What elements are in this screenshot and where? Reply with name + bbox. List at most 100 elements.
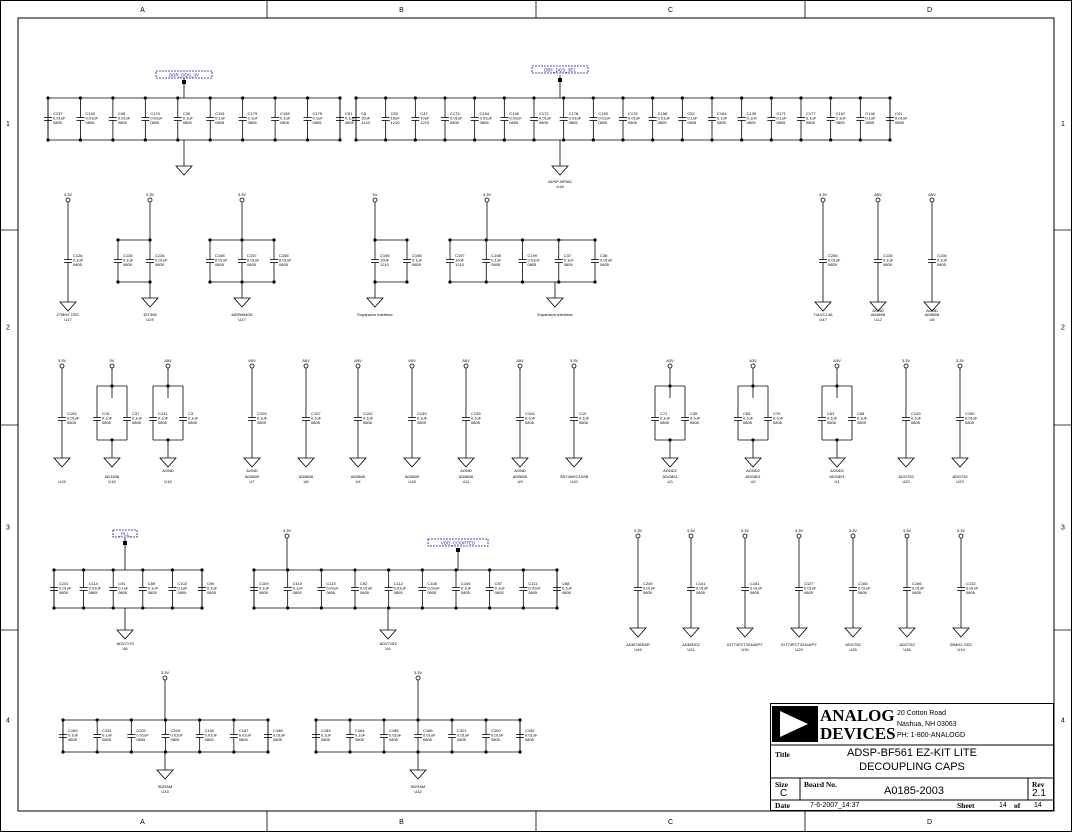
junction-dot xyxy=(232,718,236,722)
cap-package: 0805 xyxy=(394,590,404,595)
date-label: Date xyxy=(775,801,790,810)
junction-dot xyxy=(95,718,99,722)
cap-package: 1210 xyxy=(455,262,465,267)
rail-label: 3.3V xyxy=(238,192,247,197)
cap-value: 0.1uF xyxy=(747,116,758,121)
rail-label: 5V xyxy=(373,192,378,197)
device-name: M29W640D xyxy=(231,312,252,317)
junction-dot xyxy=(520,238,525,242)
cap-value: 10uF xyxy=(455,258,465,263)
cap-package: 0805 xyxy=(858,590,868,595)
net-flag-label: DBF_DQS_3E1 xyxy=(544,68,576,73)
cap-package: 0805 xyxy=(360,590,370,595)
rail-connector xyxy=(571,363,577,369)
cap-value: 0.1uF xyxy=(491,258,502,263)
junction-dot xyxy=(443,138,447,142)
junction-dot xyxy=(405,238,409,242)
junction-dot xyxy=(710,138,714,142)
ground-label: AGND xyxy=(872,308,884,313)
junction-dot xyxy=(305,138,310,142)
device-ref: U7 xyxy=(249,479,255,484)
cap-package: 0805 xyxy=(389,737,399,742)
cap-value: 0.01uF xyxy=(628,116,641,121)
cap-ref: C91 xyxy=(118,581,126,586)
junction-dot xyxy=(450,750,454,754)
junction-dot xyxy=(387,568,391,572)
cap-value: 0.01uF xyxy=(136,733,149,738)
cap-ref: C113 xyxy=(326,581,336,586)
rail-label: 3.3V xyxy=(483,192,492,197)
cap-package: 0805 xyxy=(355,737,365,742)
junction-dot xyxy=(286,606,290,610)
cap-package: 0805 xyxy=(280,120,290,125)
device-name: IDT308 xyxy=(143,312,157,317)
net-flag xyxy=(427,538,489,547)
cap-value: 0.1uF xyxy=(355,733,366,738)
cap-value: 0.01uF xyxy=(528,258,541,263)
cap-package: 0805 xyxy=(491,737,501,742)
cap-value: 0.01uF xyxy=(150,116,163,121)
bank-sdram1: C1890.1uF0805C1910.1uF0805C2020.01uF0805… xyxy=(59,670,286,794)
sheet-number: 14 xyxy=(999,802,1007,809)
cap-ref: C256 xyxy=(828,253,838,258)
cap-value: 0.1uF xyxy=(687,116,698,121)
cap-ref: C196 xyxy=(412,253,422,258)
junction-dot xyxy=(111,96,115,100)
drawing-title-line2: DECOUPLING CAPS xyxy=(859,761,965,773)
rail-connector xyxy=(635,533,641,539)
junction-dot xyxy=(593,280,597,284)
junction-dot xyxy=(208,238,212,242)
junction-dot xyxy=(520,280,525,284)
cap-ref: C194 xyxy=(461,581,471,586)
ground-symbol xyxy=(349,457,367,468)
cap-ref: C198 xyxy=(491,253,501,258)
cap-package: 0805 xyxy=(804,590,814,595)
cap-package: 0805 xyxy=(857,420,867,425)
cap-ref: C164 xyxy=(717,111,727,116)
device-ref: U6 xyxy=(303,479,309,484)
device-name: AD8606 xyxy=(299,474,314,479)
company-name-line2: DEVICES xyxy=(820,724,896,743)
junction-dot xyxy=(488,606,492,610)
device-name: ADG752 xyxy=(898,474,914,479)
device-ref: U46 xyxy=(634,647,642,652)
cap-value: 0.1uF xyxy=(177,586,188,591)
cap-package: 0805 xyxy=(827,420,837,425)
cap-ref: C52 xyxy=(687,111,695,116)
bank-core: C810uF1210C5010uF1210C4710uF1210C1730.01… xyxy=(352,65,908,189)
ground-symbol xyxy=(814,301,832,312)
cap-package: 0805 xyxy=(313,120,323,125)
cap-ref: C92 xyxy=(360,581,368,586)
net-flag xyxy=(155,70,213,79)
cap-ref: C89 xyxy=(148,581,156,586)
zone-column-A: A xyxy=(140,7,145,14)
cap-ref: C158 xyxy=(658,111,668,116)
bank-adv7183: C1090.1uF0805C1100.1uF0805C1130.01uF0805… xyxy=(250,528,573,651)
cap-value: 10uF xyxy=(420,116,430,121)
cap-ref: C46 xyxy=(118,111,126,116)
device-ref: U18 xyxy=(408,479,416,484)
device-name: ADG752 xyxy=(899,642,915,647)
cap-value: 0.01uF xyxy=(118,116,131,121)
cap-value: 0.01uF xyxy=(155,258,168,263)
device-ref: U1 xyxy=(834,479,840,484)
device-ref: U27 xyxy=(238,317,246,322)
cap-ref: C135 xyxy=(883,253,893,258)
cap-value: 0.01uF xyxy=(279,258,292,263)
